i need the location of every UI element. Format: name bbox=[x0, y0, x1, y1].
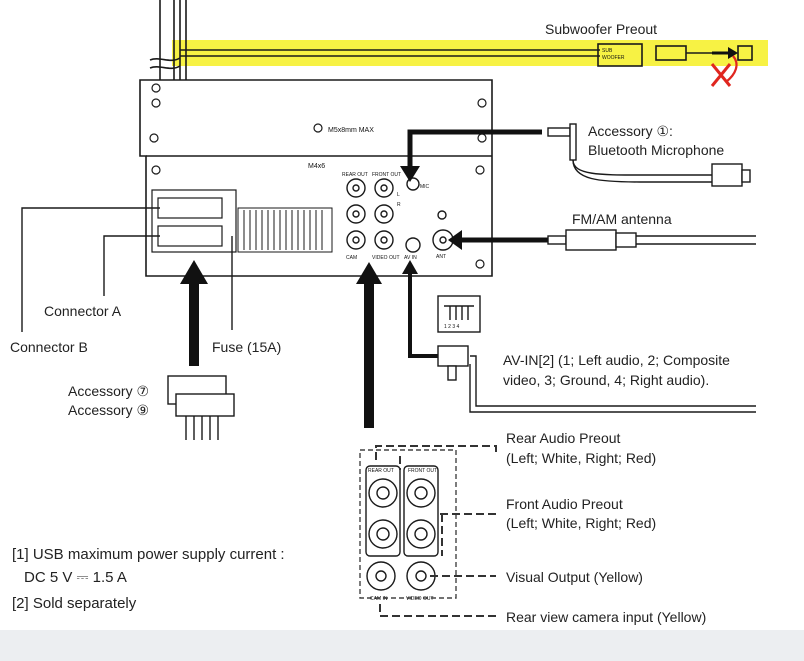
connector-b-label: Connector B bbox=[10, 339, 88, 355]
unit-rear-out-label: REAR OUT bbox=[342, 172, 368, 178]
unit-cam-label: CAM bbox=[346, 255, 357, 261]
connector-blocks bbox=[151, 189, 237, 253]
subwoofer-highlight bbox=[172, 40, 768, 66]
subwoofer-preout-label: Subwoofer Preout bbox=[545, 21, 658, 37]
unit-ant-label: ANT bbox=[436, 254, 446, 260]
mic-cable bbox=[547, 123, 751, 187]
note2: [2] Sold separately bbox=[12, 595, 137, 612]
screw-spec-label: M5x8mm MAX bbox=[328, 127, 374, 134]
avin-arrowhead bbox=[402, 260, 418, 274]
subwoofer-cable bbox=[180, 43, 753, 67]
mic-arrow bbox=[407, 129, 542, 168]
mic-arrowhead bbox=[400, 166, 420, 182]
accessory1-label-line2: Bluetooth Microphone bbox=[588, 142, 725, 158]
visual-output-label: Visual Output (Yellow) bbox=[506, 569, 643, 585]
av-in-label-line1: AV-IN[2] (1; Left audio, 2; Composite bbox=[503, 352, 730, 368]
big-arrows bbox=[180, 260, 382, 428]
box-video-out-label: VIDEO OUT bbox=[406, 596, 434, 602]
sub-tag-1: SUB bbox=[602, 48, 613, 54]
bottom-band bbox=[0, 630, 804, 661]
rca-detail-box bbox=[359, 449, 457, 599]
antenna-plug bbox=[547, 229, 756, 251]
av-in-label-line2: video, 3; Ground, 4; Right audio). bbox=[503, 372, 710, 388]
note1-line1: [1] USB maximum power supply current : bbox=[12, 546, 285, 563]
accessory8-label: Accessory ⑨ bbox=[68, 402, 150, 418]
fm-am-antenna-label: FM/AM antenna bbox=[572, 211, 672, 227]
accessory1-label-line1: Accessory ①: bbox=[588, 123, 673, 139]
unit-mic-label: MIC bbox=[420, 184, 430, 190]
fuse-label: Fuse (15A) bbox=[212, 339, 282, 355]
unit-l-label: L bbox=[397, 192, 400, 198]
sub-tag-2: WOOFER bbox=[602, 55, 625, 61]
rear-audio-label-line1: Rear Audio Preout bbox=[506, 430, 621, 446]
rear-camera-label: Rear view camera input (Yellow) bbox=[506, 609, 707, 625]
avin-arrow bbox=[408, 272, 438, 358]
avin-plug bbox=[437, 295, 756, 413]
note1-line2: DC 5 V ⎓ 1.5 A bbox=[24, 569, 127, 586]
antenna-arrowhead bbox=[448, 230, 462, 250]
unit-front-out-label: FRONT OUT bbox=[372, 172, 401, 178]
red-x-mark bbox=[710, 55, 738, 87]
rear-audio-label-line2: (Left; White, Right; Red) bbox=[506, 450, 657, 466]
subwoofer-arrow bbox=[712, 47, 738, 59]
unit-video-out-label: VIDEO OUT bbox=[372, 255, 400, 261]
av-plug-numbers: 1 2 3 4 bbox=[444, 324, 460, 330]
unit-r-label: R bbox=[397, 202, 401, 208]
accessory-harness bbox=[167, 375, 235, 440]
heat-sink bbox=[237, 207, 333, 253]
connector-a-label: Connector A bbox=[44, 303, 122, 319]
accessory7-label: Accessory ⑦ bbox=[68, 383, 150, 399]
box-cam-in-label: CAM IN bbox=[370, 596, 388, 602]
unit-av-in-label: AV IN bbox=[404, 255, 417, 261]
connector-leader-lines bbox=[21, 207, 233, 332]
m4x6-label: M4x6 bbox=[308, 163, 325, 170]
rca-callout-lines bbox=[375, 445, 497, 617]
unit-rca-jacks bbox=[346, 177, 454, 253]
box-rear-out-label: REAR OUT bbox=[368, 468, 394, 474]
front-audio-label-line2: (Left; White, Right; Red) bbox=[506, 515, 657, 531]
box-front-out-label: FRONT OUT bbox=[408, 468, 437, 474]
front-audio-label-line1: Front Audio Preout bbox=[506, 496, 623, 512]
